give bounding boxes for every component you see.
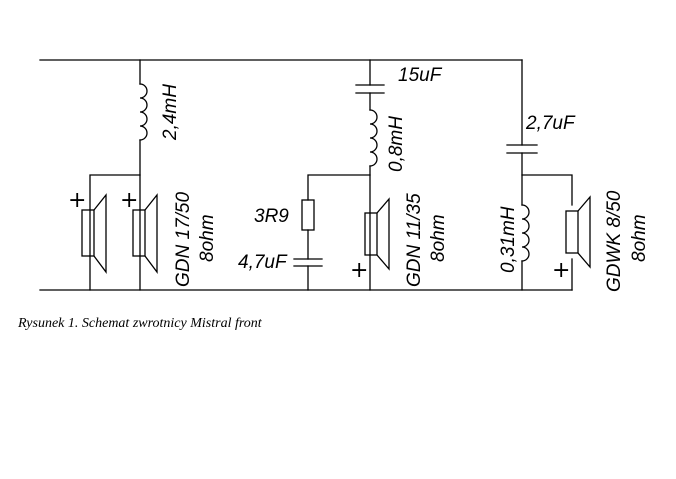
woofer-driver-1-symbol (81, 193, 107, 274)
tweeter-inductor (521, 204, 530, 262)
mid-impedance-label: 8ohm (428, 214, 449, 262)
zobel-wire-top (307, 174, 371, 201)
mid-driver-symbol (364, 197, 390, 271)
tweeter-driver-symbol (565, 195, 591, 269)
woofer-inductor (139, 83, 148, 141)
mid-series-capacitor (355, 84, 385, 94)
tweeter-parallel-wire-top (521, 174, 573, 206)
woofer-parallel-wire (89, 174, 141, 291)
mid-inductor (369, 109, 378, 167)
zobel-capacitor (293, 258, 323, 267)
woofer-1-polarity: + (68, 188, 86, 213)
mid-model-label: GDN 11/35 (404, 193, 425, 287)
mid-inductor-label: 0,8mH (386, 116, 407, 172)
tweeter-capacitor-label: 2,7uF (525, 113, 576, 134)
woofer-driver-2-symbol (132, 193, 158, 274)
tweeter-impedance-label: 8ohm (629, 214, 650, 262)
woofer-2-polarity: + (120, 188, 138, 213)
woofer-inductor-label: 2,4mH (160, 84, 181, 141)
zobel-resistor-label: 3R9 (254, 206, 289, 227)
tweeter-series-capacitor (506, 144, 538, 154)
woofer-impedance-label: 8ohm (197, 214, 218, 262)
tweeter-inductor-label: 0,31mH (498, 206, 519, 273)
woofer-model-label: GDN 17/50 (173, 192, 194, 287)
figure-caption: Rysunek 1. Schemat zwrotnicy Mistral fro… (18, 316, 262, 331)
tweeter-polarity: + (552, 258, 570, 283)
zobel-capacitor-label: 4,7uF (238, 252, 288, 273)
mid-polarity: + (350, 258, 368, 283)
tweeter-model-label: GDWK 8/50 (604, 190, 625, 292)
mid-capacitor-label: 15uF (398, 65, 443, 86)
zobel-resistor (301, 199, 315, 231)
